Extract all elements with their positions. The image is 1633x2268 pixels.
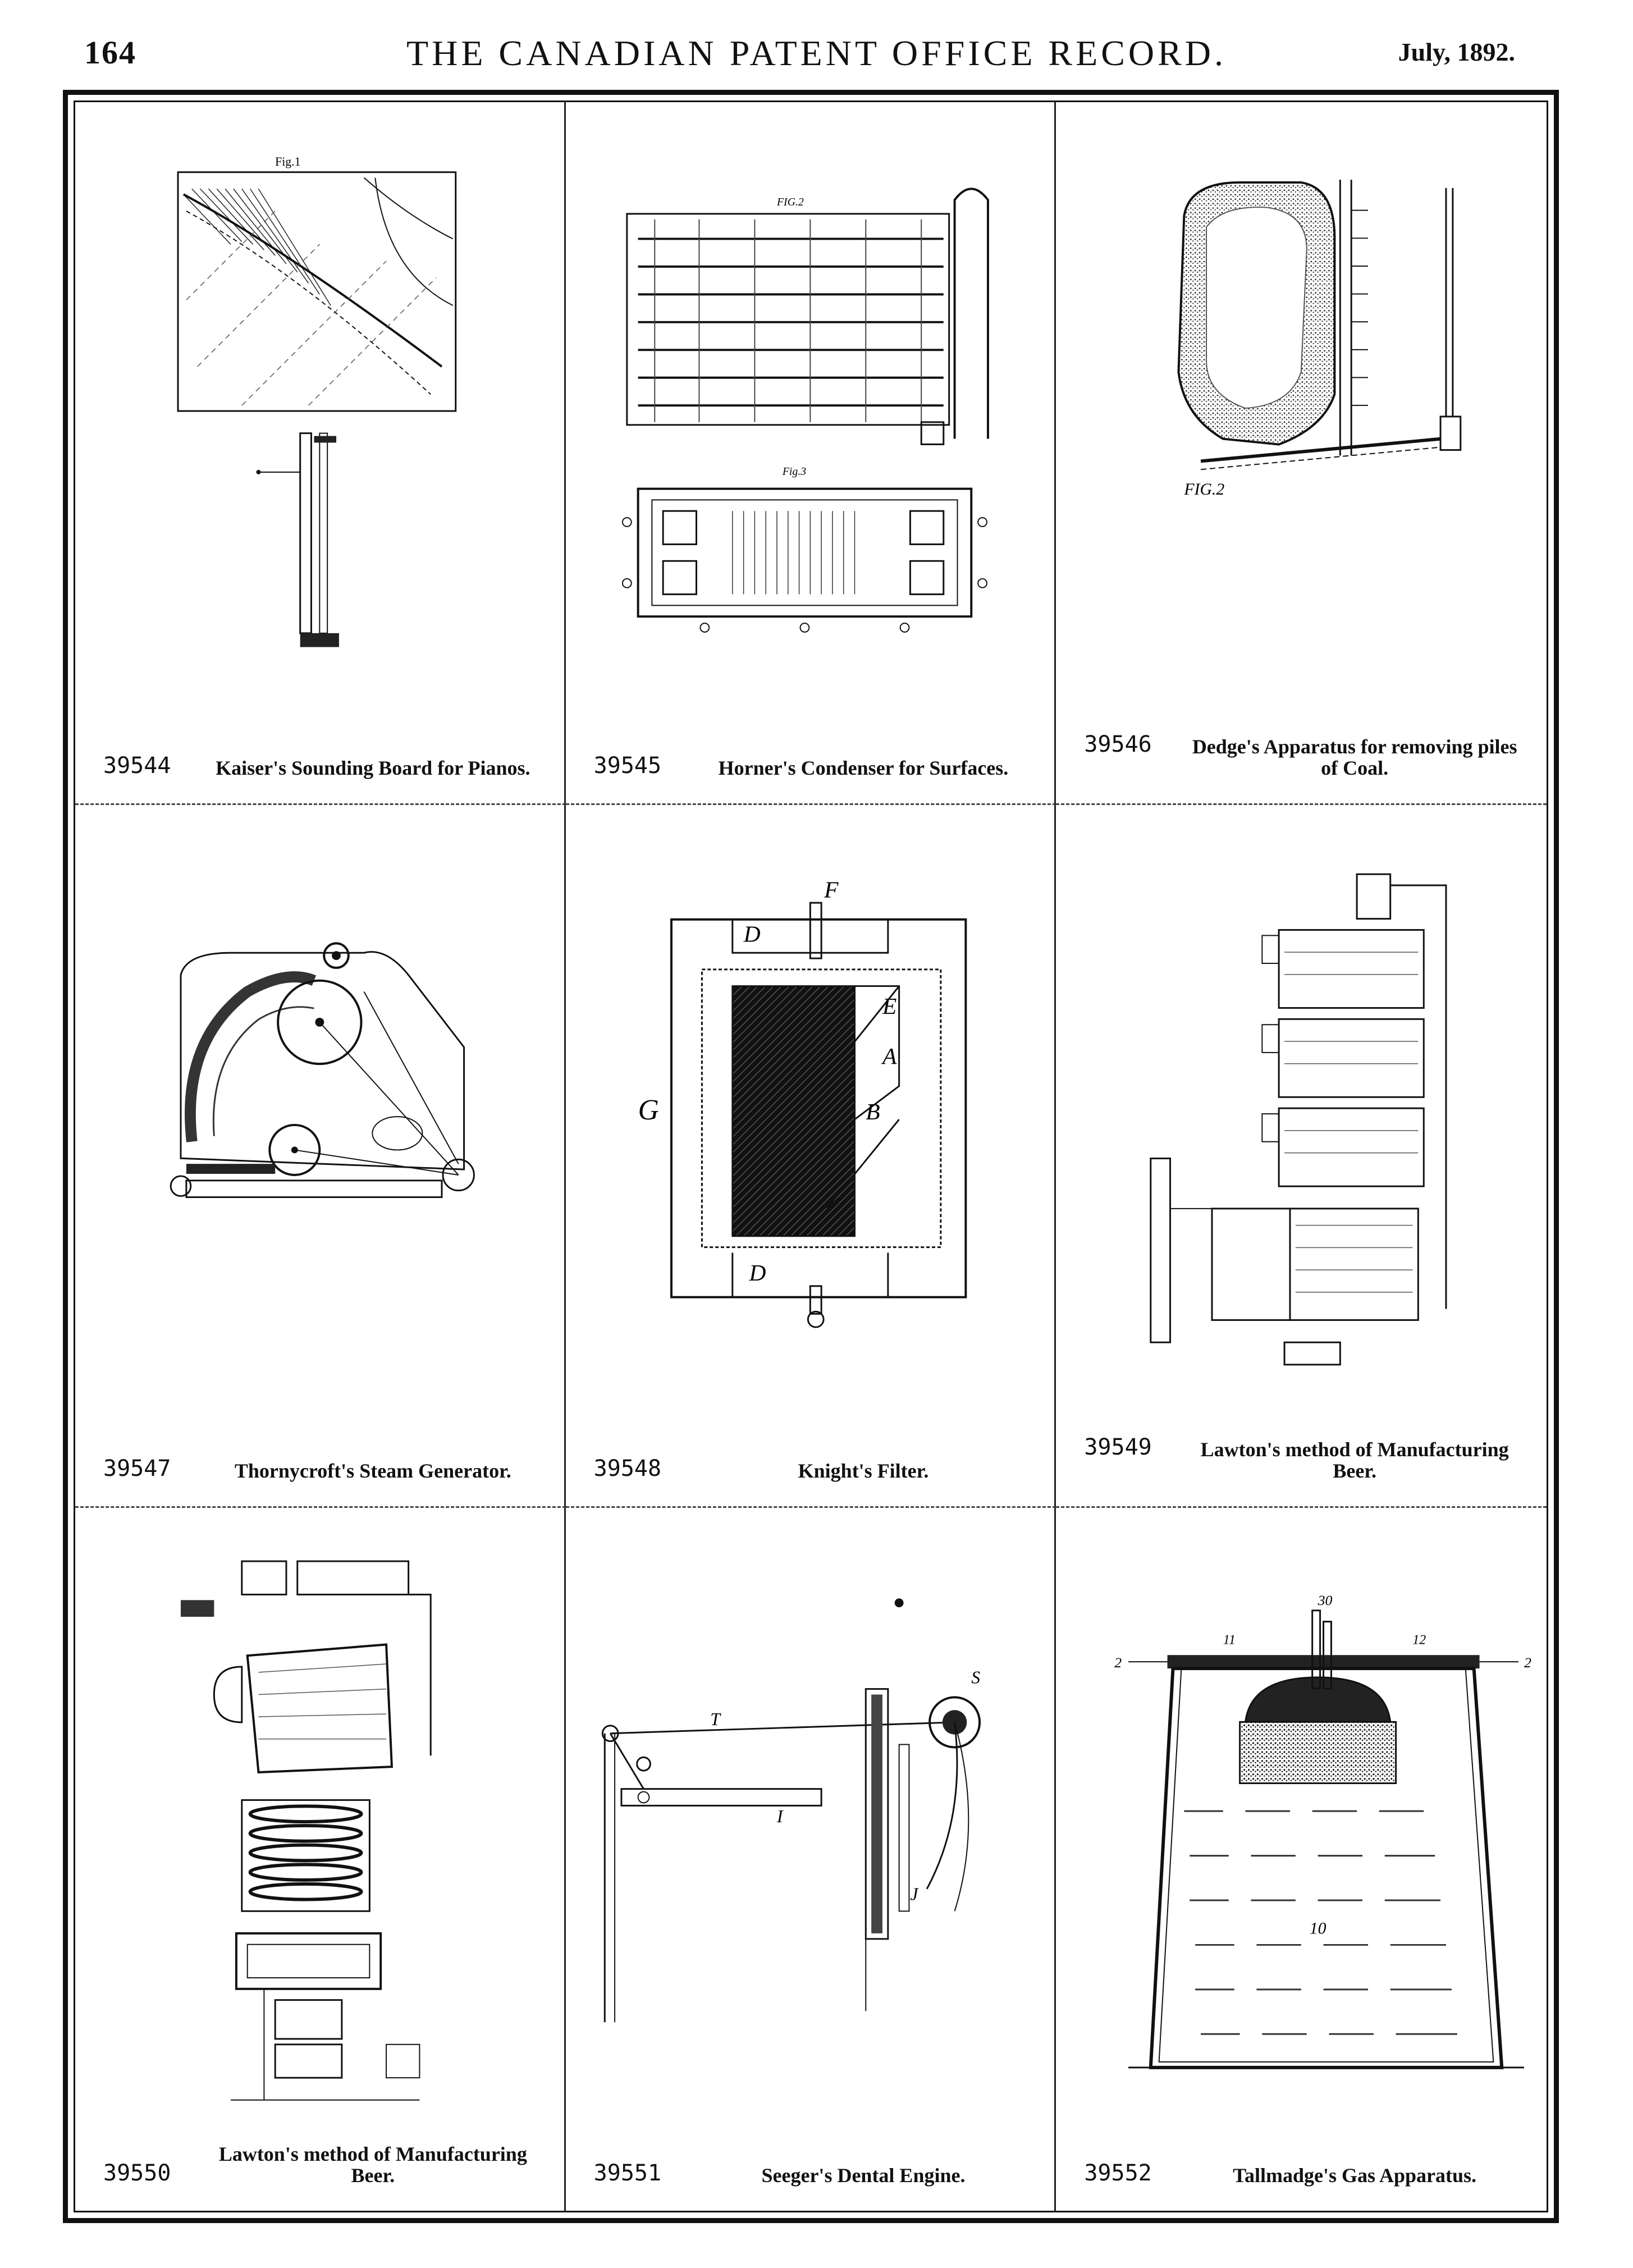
patent-cell-39551: T I S J 39551 Seeger's Dental Engine. [566,1508,1056,2211]
patent-caption: 39552 Tallmadge's Gas Apparatus. [1084,2147,1524,2192]
patent-cell-39546: FIG.2 39546 Dedge's Apparatus for removi… [1056,102,1547,805]
patent-caption: 39550 Lawton's method of Manufacturing B… [103,2143,542,2192]
patent-number: 39552 [1084,2160,1152,2186]
beer-apparatus-illustration [1150,873,1447,1366]
fig-label: Fig.1 [275,155,300,168]
patent-caption: 39549 Lawton's method of Manufacturing B… [1084,1434,1524,1487]
patent-plate-inner-frame: Fig.1 [74,100,1548,2212]
patent-drawing-coal-apparatus: FIG.2 [1056,102,1547,734]
patent-title: Tallmadge's Gas Apparatus. [1233,2164,1477,2187]
patent-grid: Fig.1 [75,102,1547,2211]
fig-label: FIG.2 [776,196,804,208]
patent-title: Seeger's Dental Engine. [761,2164,966,2187]
fig-label-A: A [881,1043,897,1069]
fig-label: Fig.3 [782,465,806,478]
patent-number: 39547 [103,1456,171,1481]
patent-drawing-beer-apparatus [1056,805,1547,1437]
filter-illustration: F D E A B D G [638,876,967,1328]
fig-label: FIG.2 [1184,480,1225,499]
fig-label-J: J [910,1885,919,1904]
patent-drawing-filter: F D E A B D G [566,805,1055,1437]
patent-number: 39548 [593,1456,662,1481]
page-number: 164 [84,34,136,71]
patent-title: Lawton's method of Manufacturing Beer. [1200,1438,1509,1482]
fig-label-B: B [866,1099,880,1124]
patent-caption: 39544 Kaiser's Sounding Board for Pianos… [103,739,542,784]
patent-caption: 39546 Dedge's Apparatus for removing pil… [1084,731,1524,784]
patent-drawing-condenser: FIG.2 [566,102,1055,734]
patent-number: 39551 [593,2160,662,2186]
patent-cell-39550: 39550 Lawton's method of Manufacturing B… [75,1508,566,2211]
patent-cell-39544: Fig.1 [75,102,566,805]
patent-drawing-gas-apparatus: 30 10 2 2 11 12 [1056,1508,1547,2139]
patent-title: Lawton's method of Manufacturing Beer. [218,2143,527,2187]
patent-cell-39545: FIG.2 [565,102,1056,805]
fig-label-2-left: 2 [1115,1654,1122,1671]
patent-plate-frame: Fig.1 [63,90,1559,2223]
fig-label-2-right: 2 [1524,1654,1531,1671]
fig-label-T: T [710,1709,721,1729]
fig-label-10: 10 [1310,1919,1326,1938]
dental-engine-illustration: T I S J [601,1598,981,2023]
patent-title: Kaiser's Sounding Board for Pianos. [216,757,530,779]
patent-cell-39547: 39547 Thornycroft's Steam Generator. [75,805,566,1508]
fig-label-D-lower: D [748,1260,766,1286]
patent-drawing-steam-generator [75,805,564,1437]
sounding-board-illustration: Fig.1 [177,155,457,647]
patent-number: 39549 [1084,1434,1152,1460]
beer-apparatus-illustration [180,1560,432,2101]
fig-label-S: S [971,1668,980,1688]
fig-label-11: 11 [1223,1633,1236,1647]
condenser-illustration: FIG.2 [621,188,989,633]
patent-number: 39545 [593,753,662,779]
patent-cell-39548: F D E A B D G 39548 Knight's Filter. [565,805,1056,1508]
patent-cell-39549: 39549 Lawton's method of Manufacturing B… [1056,805,1547,1508]
fig-label-D: D [743,921,760,946]
patent-caption: 39551 Seeger's Dental Engine. [594,2147,1032,2192]
patent-cell-39552: 30 10 2 2 11 12 39552 Tallmadge's Gas Ap… [1056,1508,1547,2211]
patent-drawing-beer-apparatus [75,1508,564,2139]
patent-title: Thornycroft's Steam Generator. [234,1460,511,1482]
issue-date: July, 1892. [1398,38,1515,66]
patent-caption: 39548 Knight's Filter. [594,1442,1032,1487]
patent-title: Horner's Condenser for Surfaces. [718,757,1009,779]
gas-apparatus-illustration: 30 10 2 2 11 12 [1115,1592,1531,2069]
journal-title: THE CANADIAN PATENT OFFICE RECORD. [406,33,1227,73]
fig-label-E: E [882,993,896,1019]
fig-label-F: F [824,876,839,902]
patent-drawing-dental-engine: T I S J [566,1508,1055,2139]
patent-drawing-sounding-board: Fig.1 [75,102,564,734]
patent-number: 39550 [103,2160,171,2186]
patent-title: Dedge's Apparatus for removing piles of … [1192,735,1517,779]
patent-number: 39546 [1084,731,1152,757]
patent-caption: 39547 Thornycroft's Steam Generator. [103,1442,542,1487]
fig-label-I: I [776,1807,784,1826]
steam-generator-illustration [170,942,475,1199]
fig-label-30: 30 [1318,1592,1333,1608]
page-header: 164 THE CANADIAN PATENT OFFICE RECORD. J… [0,0,1633,84]
fig-label-12: 12 [1413,1633,1426,1647]
coal-apparatus-illustration: FIG.2 [1177,180,1462,499]
fig-label-G: G [638,1094,658,1126]
patent-title: Knight's Filter. [798,1460,929,1482]
patent-caption: 39545 Horner's Condenser for Surfaces. [594,739,1032,784]
patent-number: 39544 [103,753,171,779]
